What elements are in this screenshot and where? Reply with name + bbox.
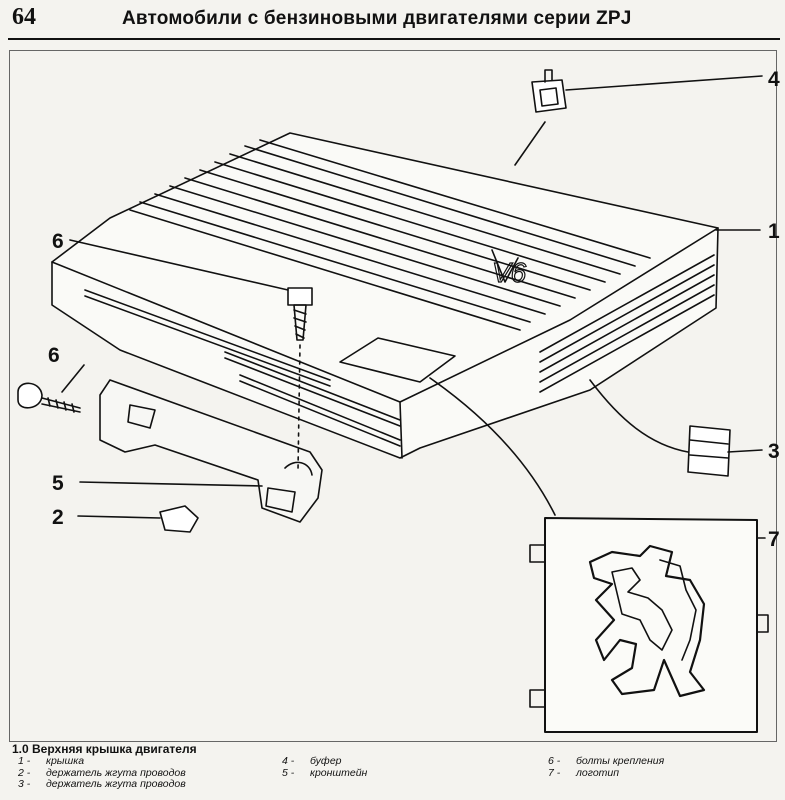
- legend-item-6: 6 - болты крепления: [548, 755, 665, 768]
- legend-column-1: 1 - крышка 2 - держатель жгута проводов 3 …: [18, 755, 186, 791]
- legend-num: 2 -: [18, 766, 31, 779]
- legend-item-1: 1 - крышка: [18, 755, 186, 768]
- legend-text: держатель жгута проводов: [46, 766, 186, 779]
- legend-text: крышка: [46, 755, 85, 767]
- header-rule: [8, 38, 780, 40]
- callout-2: 2: [52, 506, 64, 529]
- callout-6-left: 6: [48, 344, 60, 367]
- legend-text: кронштейн: [310, 766, 368, 779]
- v6-emblem: V6: [492, 257, 527, 288]
- callout-3: 3: [768, 440, 780, 463]
- legend-num: 1 -: [18, 755, 31, 767]
- callout-6-top: 6: [52, 230, 64, 253]
- legend-column-3: 6 - болты крепления 7 - логотип: [548, 755, 665, 780]
- bracket: [99, 379, 323, 523]
- callout-5: 5: [52, 472, 64, 495]
- logo-panel: [544, 517, 758, 733]
- callout-4: 4: [768, 68, 780, 91]
- figure-caption-title: 1.0 Верхняя крышка двигателя: [12, 742, 197, 756]
- legend-item-5: 5 - кронштейн: [282, 766, 368, 780]
- legend-text: держатель жгута проводов: [46, 778, 186, 790]
- legend-item-4: 4 - буфер: [282, 755, 367, 768]
- legend-text: логотип: [576, 766, 620, 779]
- legend-num: 5 -: [282, 766, 295, 779]
- legend-text: болты крепления: [576, 755, 665, 767]
- legend-text: буфер: [310, 755, 342, 767]
- legend-item-7: 7 - логотип: [548, 766, 664, 780]
- legend-num: 3 -: [18, 778, 31, 790]
- legend-num: 6 -: [548, 755, 561, 767]
- legend-item-2: 2 - держатель жгута проводов: [18, 766, 186, 780]
- figure-frame: [9, 50, 777, 742]
- page-number: 64: [12, 4, 36, 30]
- legend-num: 4 -: [282, 755, 295, 767]
- legend-column-2: 4 - буфер 5 - кронштейн: [282, 755, 368, 780]
- legend-num: 7 -: [548, 766, 561, 779]
- lion-logo: [588, 544, 706, 698]
- legend-item-3: 3 - держатель жгута проводов: [18, 778, 186, 791]
- callout-7: 7: [768, 528, 780, 551]
- page-header: Автомобили с бензиновыми двигателями сер…: [122, 8, 632, 29]
- callout-1: 1: [768, 220, 780, 243]
